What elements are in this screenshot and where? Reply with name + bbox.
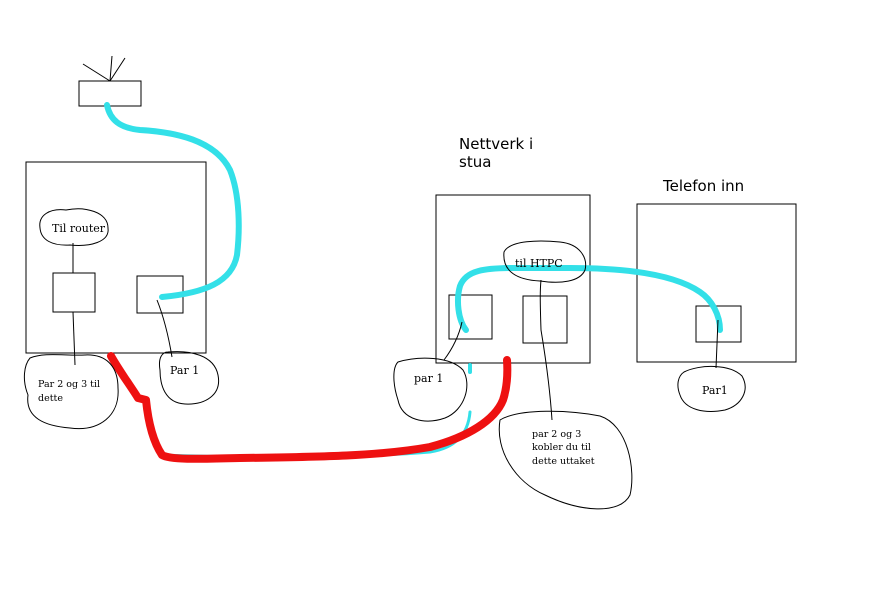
heading-phone-in: Telefon inn: [662, 177, 744, 195]
cyan-cables: [104, 102, 723, 459]
svg-text:til HTPC: til HTPC: [515, 257, 563, 270]
mid-jack-pair1: [448, 294, 493, 340]
pointer-lines: [72, 243, 719, 421]
bubble-pairs-2-3-right: par 2 og 3 kobler du til dette uttaket: [498, 410, 633, 510]
svg-text:dette: dette: [38, 393, 63, 404]
bubble-pair1-left: Par 1: [159, 351, 220, 405]
svg-text:dette uttaket: dette uttaket: [532, 456, 595, 467]
bubble-to-htpc: til HTPC: [503, 240, 587, 283]
antenna-cable: [104, 102, 242, 300]
heading-living-room-line2: stua: [459, 153, 491, 171]
telephone-in-box: [636, 203, 797, 363]
bubble-pairs-2-3-left: Par 2 og 3 til dette: [23, 354, 119, 430]
living-room-network-box: [435, 194, 591, 364]
left-wall-outlet-box: [25, 161, 207, 354]
svg-text:par 1: par 1: [414, 372, 443, 385]
svg-text:Par 2 og 3 til: Par 2 og 3 til: [38, 379, 100, 390]
red-cable: [107, 352, 512, 463]
svg-text:Par1: Par1: [702, 384, 728, 397]
bubble-pair1-right: Par1: [677, 365, 746, 412]
bubble-to-router: Til router: [39, 208, 109, 246]
heading-living-room-line1: Nettverk i: [459, 135, 533, 153]
antenna-device: [78, 55, 142, 107]
svg-text:kobler du til: kobler du til: [532, 442, 591, 453]
phone-jack: [695, 305, 742, 343]
svg-text:Par 1: Par 1: [170, 364, 199, 377]
mid-jack-pairs-2-3: [522, 295, 568, 344]
htpc-cable: [455, 265, 723, 333]
svg-text:Til router: Til router: [52, 222, 106, 235]
bubble-pair1-mid: par 1: [393, 357, 468, 422]
svg-text:par 2 og 3: par 2 og 3: [532, 429, 581, 440]
left-jack-router: [52, 272, 96, 313]
